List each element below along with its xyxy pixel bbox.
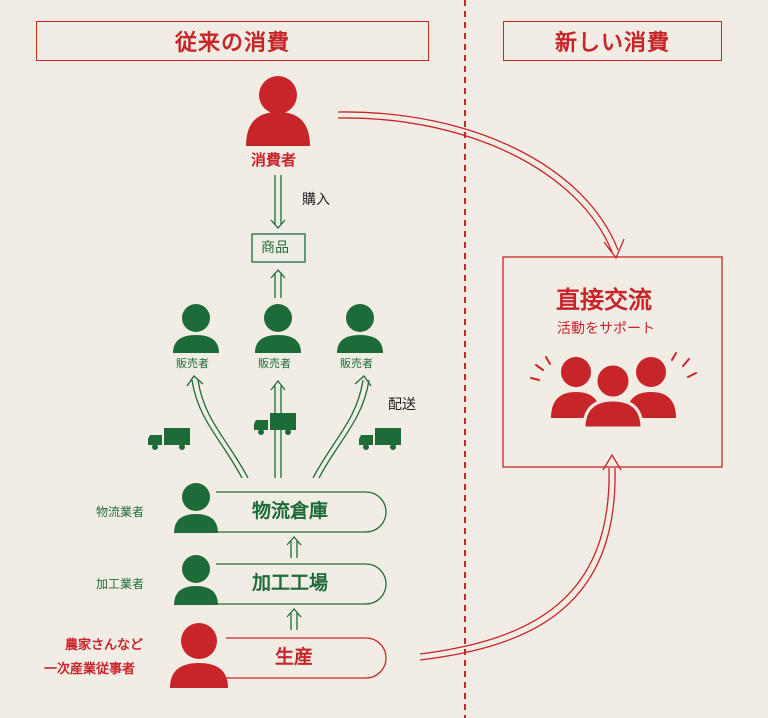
header-new-label: 新しい消費: [554, 31, 670, 56]
header-traditional-label: 従来の消費: [174, 31, 290, 56]
warehouse-label: 物流倉庫: [252, 500, 329, 522]
seller-label-left: 販売者: [176, 357, 209, 370]
farmer-person-icon: [170, 623, 228, 688]
processing-label: 加工工場: [252, 572, 329, 594]
logistics-label: 物流業者: [96, 505, 145, 519]
truck-icon-right: [359, 428, 401, 450]
header-new: 新しい消費: [503, 21, 722, 61]
seller-person-icon-left: [173, 304, 219, 353]
warehouse-pill: [216, 491, 387, 533]
production-label: 生産: [275, 646, 314, 668]
direct-exchange-subtitle: 活動をサポート: [557, 321, 655, 337]
direct-exchange-title: 直接交流: [556, 286, 652, 314]
production-to-processing-arrow: [286, 608, 302, 630]
logistics-person-icon: [174, 483, 218, 533]
production-pill: [226, 637, 387, 679]
delivery-label: 配送: [388, 397, 416, 413]
delivery-arrows: [186, 375, 372, 479]
consumer-person-icon: [246, 76, 310, 146]
farmer-label-line2: 一次産業従事者: [44, 662, 136, 677]
product-label: 商品: [261, 240, 289, 256]
header-traditional: 従来の消費: [36, 21, 429, 61]
purchase-label: 購入: [302, 192, 330, 208]
processing-to-warehouse-arrow: [286, 536, 302, 558]
sparkle-icon: [530, 352, 697, 381]
product-box: [251, 233, 306, 263]
truck-icon-center: [254, 413, 296, 435]
processor-label: 加工業者: [96, 577, 145, 591]
consumer-to-direct-arrow: [337, 111, 625, 260]
purchase-arrow: [270, 175, 286, 229]
seller-person-icon-center: [255, 304, 301, 353]
processing-pill: [216, 563, 387, 605]
seller-person-icon-right: [337, 304, 383, 353]
farmer-label-line1: 農家さんなど: [65, 638, 144, 653]
producer-to-direct-arrow: [419, 453, 622, 661]
seller-label-center: 販売者: [258, 357, 291, 370]
group-people-icon: [551, 357, 676, 430]
seller-label-right: 販売者: [340, 357, 373, 370]
direct-exchange-box: [502, 256, 723, 468]
consumer-label: 消費者: [251, 151, 297, 169]
seller-to-product-arrow: [270, 269, 286, 298]
processor-person-icon: [174, 555, 218, 605]
truck-icon-left: [148, 428, 190, 450]
